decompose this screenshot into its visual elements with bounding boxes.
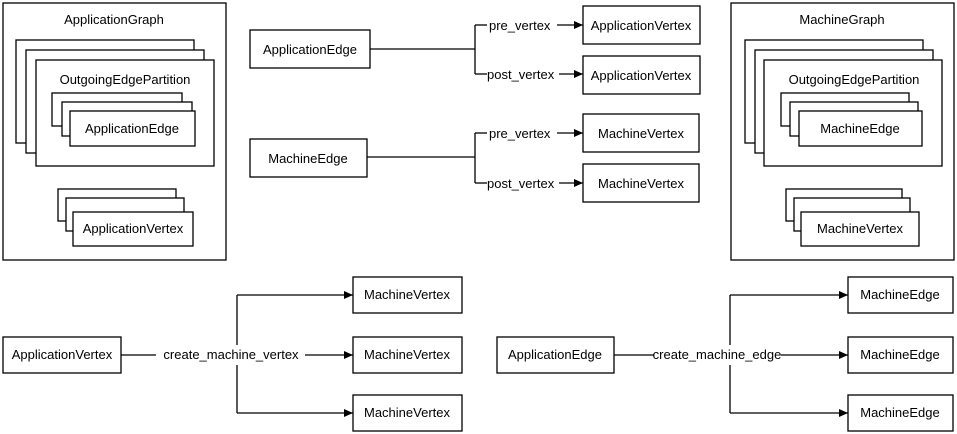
app-edge-label: ApplicationEdge bbox=[85, 121, 179, 136]
edge-mapping-target-label-2: MachineEdge bbox=[860, 347, 940, 362]
machine-edge-pre-target-box bbox=[582, 113, 700, 153]
edge-mapping-target-label-1: MachineEdge bbox=[860, 287, 940, 302]
app-partition-edge-stack: ApplicationEdge bbox=[51, 92, 196, 147]
machine-partition-stack: OutgoingEdgePartition MachineEdge bbox=[744, 39, 943, 167]
app-edge-pre-target-box bbox=[582, 5, 701, 45]
vertex-mapping-target-label-3: MachineVertex bbox=[364, 405, 450, 420]
edge-mapping-target-label-3: MachineEdge bbox=[860, 405, 940, 420]
app-partition-stack: OutgoingEdgePartition ApplicationEdge bbox=[15, 39, 215, 167]
vertex-mapping-target-box-2 bbox=[352, 336, 463, 374]
edge-mapping-label: create_machine_edge bbox=[653, 347, 782, 362]
machine-graph-title: MachineGraph bbox=[799, 12, 884, 27]
application-edge-relation: ApplicationEdge pre_vertex post_vertex A… bbox=[249, 5, 701, 95]
vertex-mapping-target-box-3 bbox=[352, 394, 463, 432]
app-edge-post-target-label: ApplicationVertex bbox=[591, 68, 692, 83]
machine-edge-post-target-label: MachineVertex bbox=[598, 176, 684, 191]
vertex-mapping: ApplicationVertex create_machine_vertex … bbox=[2, 276, 463, 432]
vertex-mapping-source-box bbox=[2, 336, 122, 374]
machine-vertex-label: MachineVertex bbox=[817, 221, 903, 236]
app-edge-pre-target-label: ApplicationVertex bbox=[591, 18, 692, 33]
machine-edge-source-box bbox=[249, 138, 368, 178]
edge-mapping-source-box bbox=[496, 336, 615, 374]
vertex-mapping-label: create_machine_vertex bbox=[163, 347, 299, 362]
application-graph-container: ApplicationGraph OutgoingEdgePartition A… bbox=[2, 2, 227, 261]
machine-edge-label: MachineEdge bbox=[820, 121, 900, 136]
machine-edge-box bbox=[798, 110, 923, 147]
app-edge-source-label: ApplicationEdge bbox=[263, 42, 357, 57]
vertex-mapping-target-label-2: MachineVertex bbox=[364, 347, 450, 362]
machine-edge-relation: MachineEdge pre_vertex post_vertex Machi… bbox=[249, 113, 700, 203]
machine-edge-post-target-box bbox=[582, 163, 700, 203]
vertex-mapping-target-label-1: MachineVertex bbox=[364, 287, 450, 302]
machine-vertex-stack: MachineVertex bbox=[785, 188, 920, 247]
machine-edge-post-label: post_vertex bbox=[487, 176, 555, 191]
edge-mapping: ApplicationEdge create_machine_edge Mach… bbox=[496, 276, 954, 432]
machine-vertex-box bbox=[800, 211, 920, 247]
machine-partition-label: OutgoingEdgePartition bbox=[789, 72, 920, 87]
machine-edge-source-label: MachineEdge bbox=[268, 151, 348, 166]
machine-edge-pre-target-label: MachineVertex bbox=[598, 126, 684, 141]
edge-mapping-target-box-3 bbox=[847, 394, 954, 432]
app-vertex-box bbox=[72, 211, 194, 247]
app-edge-post-label: post_vertex bbox=[487, 67, 555, 82]
app-edge-post-target-box bbox=[582, 55, 701, 95]
machine-graph-container: MachineGraph OutgoingEdgePartition Machi… bbox=[730, 2, 955, 261]
app-edge-box bbox=[69, 110, 196, 147]
app-vertex-label: ApplicationVertex bbox=[83, 221, 184, 236]
application-graph-title: ApplicationGraph bbox=[64, 12, 164, 27]
machine-edge-pre-label: pre_vertex bbox=[489, 126, 551, 141]
machine-partition-edge-stack: MachineEdge bbox=[780, 92, 923, 147]
vertex-mapping-target-box-1 bbox=[352, 276, 463, 314]
app-edge-source-box bbox=[249, 29, 371, 69]
vertex-mapping-source-label: ApplicationVertex bbox=[12, 347, 113, 362]
app-partition-label: OutgoingEdgePartition bbox=[60, 72, 191, 87]
app-edge-pre-label: pre_vertex bbox=[489, 18, 551, 33]
edge-mapping-target-box-2 bbox=[847, 336, 954, 374]
app-vertex-stack: ApplicationVertex bbox=[57, 188, 194, 247]
edge-mapping-source-label: ApplicationEdge bbox=[508, 347, 602, 362]
edge-mapping-target-box-1 bbox=[847, 276, 954, 314]
